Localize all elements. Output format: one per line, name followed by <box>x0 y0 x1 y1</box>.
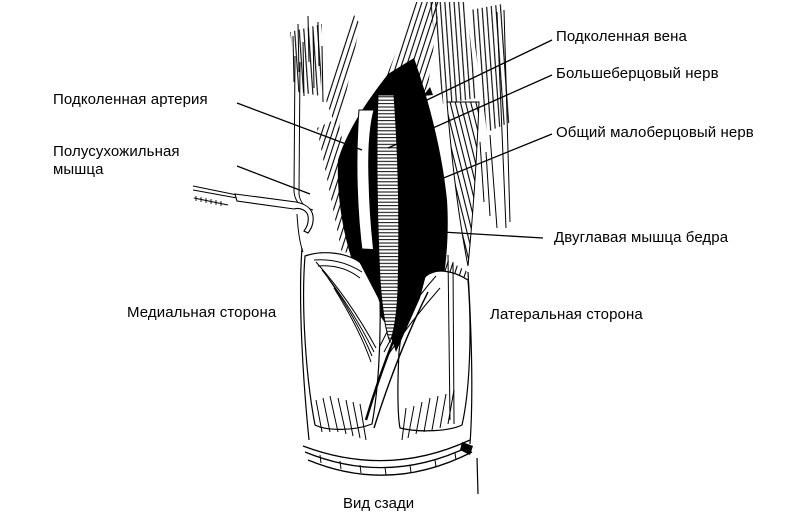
retractor <box>192 185 314 234</box>
label-medial-side: Медиальная сторона <box>127 304 277 321</box>
tibial-nerve-shape <box>376 94 400 344</box>
label-popliteal-artery: Подколенная артерия <box>53 91 208 108</box>
biceps-femoris-shape <box>446 101 480 267</box>
leader-lines <box>236 39 553 239</box>
label-semitendinosus-muscle: Полусухожильная мышца <box>53 143 180 178</box>
label-common-peroneal-nerve: Общий малоберцовый нерв <box>556 124 754 141</box>
skin-cuff <box>302 439 479 495</box>
label-biceps-femoris: Двуглавая мышца бедра <box>554 229 729 246</box>
label-tibial-nerve: Большеберцовый нерв <box>556 65 719 82</box>
label-lateral-side: Латеральная сторона <box>490 306 643 323</box>
figure-caption: Вид сзади <box>343 495 415 512</box>
label-popliteal-vein: Подколенная вена <box>556 28 687 45</box>
arrowhead-icon <box>423 87 433 96</box>
